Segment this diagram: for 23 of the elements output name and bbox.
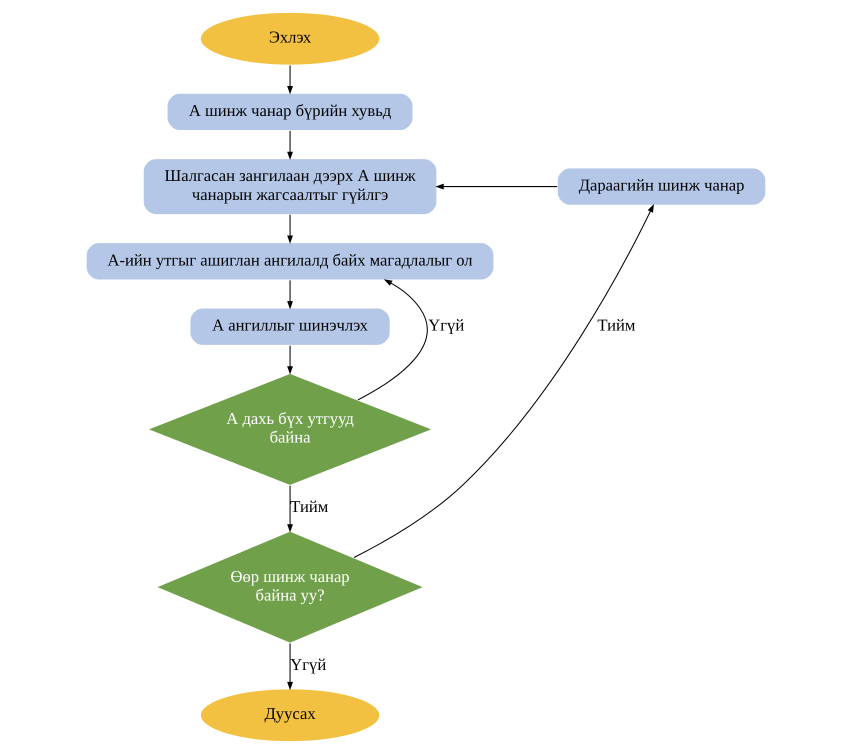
edge-label: Үгүй	[428, 316, 464, 335]
node-ellipse: Эхлэх	[200, 12, 380, 66]
arrow	[287, 130, 293, 160]
node-box: А-ийн утгыг ашиглан ангилалд байх магадлалыг ол	[86, 242, 494, 280]
node-diamond: Өөр шинж чанар байна уу?	[154, 530, 426, 644]
arrow	[287, 643, 293, 690]
arrow	[287, 486, 293, 533]
arrow	[358, 279, 428, 400]
edge-label: Үгүй	[290, 654, 326, 674]
node-ellipse: Дуусах	[200, 688, 380, 742]
arrow	[287, 214, 293, 244]
arrow	[287, 280, 293, 310]
arrow	[287, 65, 293, 94]
arrow	[435, 184, 558, 190]
edge-label: Тийм	[290, 497, 328, 516]
arrow	[287, 346, 293, 375]
node-box: А ангиллыг шинэчлэх	[189, 307, 391, 346]
node-box: Шалгасан зангилаан дээрх А шинж чанарын жагсаалтыг гүйлгэ	[142, 158, 438, 216]
node-diamond: А дахь бүх утгууд байна	[146, 372, 434, 486]
arrow	[354, 204, 654, 558]
node-box: Дараагийн шинж чанар	[556, 167, 766, 206]
node-box: А шинж чанар бүрийн хувьд	[166, 92, 414, 132]
edge-label: Тийм	[597, 316, 636, 335]
